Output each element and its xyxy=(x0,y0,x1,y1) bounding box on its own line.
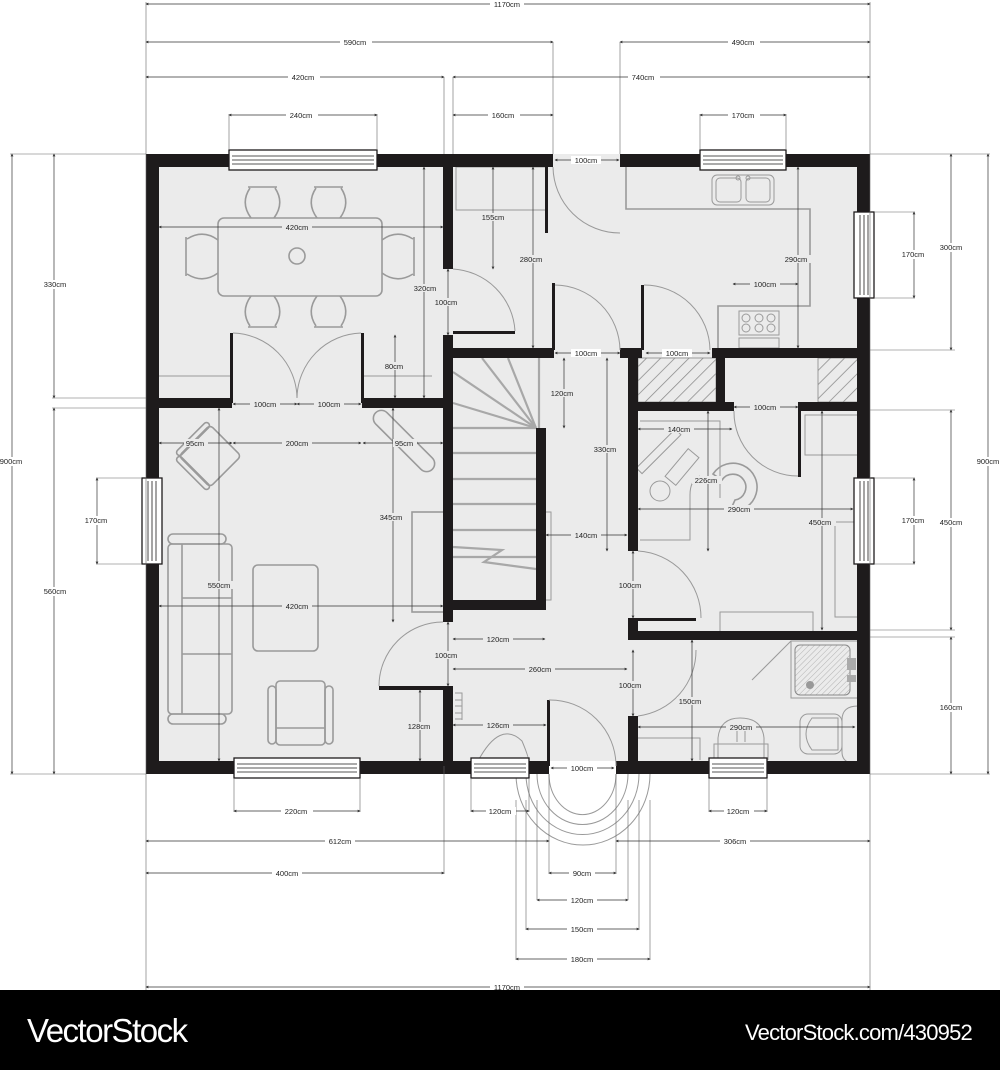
dim-bath-150: 150cm xyxy=(679,697,702,706)
dim-top-490: 490cm xyxy=(732,38,755,47)
dim-entry-door-top: 100cm xyxy=(575,156,598,165)
hatched-shaft-left xyxy=(637,357,717,403)
dimension-labels: 1170cm 590cm 490cm 420cm 740cm 240cm 160… xyxy=(0,0,1000,990)
dim-entry-260: 260cm xyxy=(529,665,552,674)
dim-hall-door-a: 100cm xyxy=(575,349,598,358)
dim-window-bedroom: 170cm xyxy=(902,516,925,525)
dim-dining-height: 320cm xyxy=(414,284,437,293)
window-kitchen-side xyxy=(853,211,875,299)
dim-bath-door: 100cm xyxy=(619,681,642,690)
dim-right-450: 450cm xyxy=(940,518,963,527)
dim-window-bath: 120cm xyxy=(727,807,750,816)
dim-office-226: 226cm xyxy=(695,476,718,485)
dim-wc-126: 126cm xyxy=(487,721,510,730)
dim-top-total: 1170cm xyxy=(494,0,520,9)
dim-dining-door-gap: 100cm xyxy=(435,298,458,307)
extension-lines xyxy=(10,2,990,990)
dim-top-740: 740cm xyxy=(632,73,655,82)
floor-area xyxy=(146,154,870,774)
dim-dining-width: 420cm xyxy=(286,223,309,232)
dim-office-140: 140cm xyxy=(668,425,691,434)
dim-bedroom-450: 450cm xyxy=(809,518,832,527)
dim-closet-155: 155cm xyxy=(482,213,505,222)
dim-stair-120: 120cm xyxy=(551,389,574,398)
dim-window-kitchen-side: 170cm xyxy=(902,250,925,259)
dim-step-150: 150cm xyxy=(571,925,594,934)
dim-hall-160: 160cm xyxy=(492,111,515,120)
dim-left-total: 900cm xyxy=(0,457,22,466)
dim-living-345: 345cm xyxy=(380,513,403,522)
floor-plan: 1170cm 590cm 490cm 420cm 740cm 240cm 160… xyxy=(0,0,1000,990)
window-dining xyxy=(228,149,378,171)
window-wc xyxy=(470,757,530,779)
dim-hall-330: 330cm xyxy=(594,445,617,454)
dim-living-128: 128cm xyxy=(408,722,431,731)
dim-left-330: 330cm xyxy=(44,280,67,289)
dining-chairs xyxy=(185,186,415,328)
window-living-side xyxy=(141,477,163,565)
dim-stair-bottom-120: 120cm xyxy=(487,635,510,644)
window-kitchen xyxy=(699,149,787,171)
dim-dining-wall-80: 80cm xyxy=(385,362,403,371)
dim-front-door: 100cm xyxy=(571,764,594,773)
dim-hall-140: 140cm xyxy=(575,531,598,540)
dim-living-95-left: 95cm xyxy=(186,439,204,448)
dim-kitchen-100: 100cm xyxy=(754,280,777,289)
dim-dining-door-left: 100cm xyxy=(254,400,277,409)
dim-right-total: 900cm xyxy=(977,457,1000,466)
walls xyxy=(146,154,870,774)
dim-bottom-total: 1170cm xyxy=(494,983,520,990)
window-living xyxy=(233,757,361,779)
kitchen-sink xyxy=(711,174,775,206)
radiator xyxy=(455,692,463,720)
dim-window-dining: 240cm xyxy=(290,111,313,120)
window-bedroom xyxy=(853,477,875,565)
dim-living-550: 550cm xyxy=(208,581,231,590)
image-reference: VectorStock.com/430952 xyxy=(745,1020,973,1045)
dim-office-door: 100cm xyxy=(754,403,777,412)
window-bath xyxy=(708,757,768,779)
dim-bath-290: 290cm xyxy=(730,723,753,732)
armchair xyxy=(267,680,334,746)
dim-window-wc: 120cm xyxy=(489,807,512,816)
door-swings xyxy=(232,166,799,846)
dim-living-95-right: 95cm xyxy=(395,439,413,448)
hatched-shaft-right xyxy=(817,357,859,403)
kitchen-stove xyxy=(738,310,780,349)
dim-step-120: 120cm xyxy=(571,896,594,905)
dim-bedroom-290: 290cm xyxy=(728,505,751,514)
dim-bedroom-door: 100cm xyxy=(619,581,642,590)
dim-left-560: 560cm xyxy=(44,587,67,596)
dim-kitchen-290: 290cm xyxy=(785,255,808,264)
dim-top-420: 420cm xyxy=(292,73,315,82)
dining-table xyxy=(217,217,383,297)
dim-bottom-400: 400cm xyxy=(276,869,299,878)
dim-hall-door-b: 100cm xyxy=(666,349,689,358)
dim-hall-280: 280cm xyxy=(520,255,543,264)
dim-living-420: 420cm xyxy=(286,602,309,611)
dim-window-living-side: 170cm xyxy=(85,516,108,525)
dim-bottom-306: 306cm xyxy=(724,837,747,846)
dim-step-180: 180cm xyxy=(571,955,594,964)
dim-right-300: 300cm xyxy=(940,243,963,252)
dim-dining-door-right: 100cm xyxy=(318,400,341,409)
watermark-footer: VectorStock VectorStock.com/430952 xyxy=(0,990,1000,1070)
dim-living-200: 200cm xyxy=(286,439,309,448)
dim-window-living: 220cm xyxy=(285,807,308,816)
dim-step-90: 90cm xyxy=(573,869,591,878)
coffee-table xyxy=(252,564,319,652)
dim-living-door-100: 100cm xyxy=(435,651,458,660)
dim-right-160: 160cm xyxy=(940,703,963,712)
dim-bottom-612: 612cm xyxy=(329,837,352,846)
sofa xyxy=(167,533,233,725)
dim-top-590: 590cm xyxy=(344,38,367,47)
brand-logo: VectorStock xyxy=(27,1012,188,1049)
bath-counter xyxy=(638,737,701,760)
dim-window-kitchen: 170cm xyxy=(732,111,755,120)
